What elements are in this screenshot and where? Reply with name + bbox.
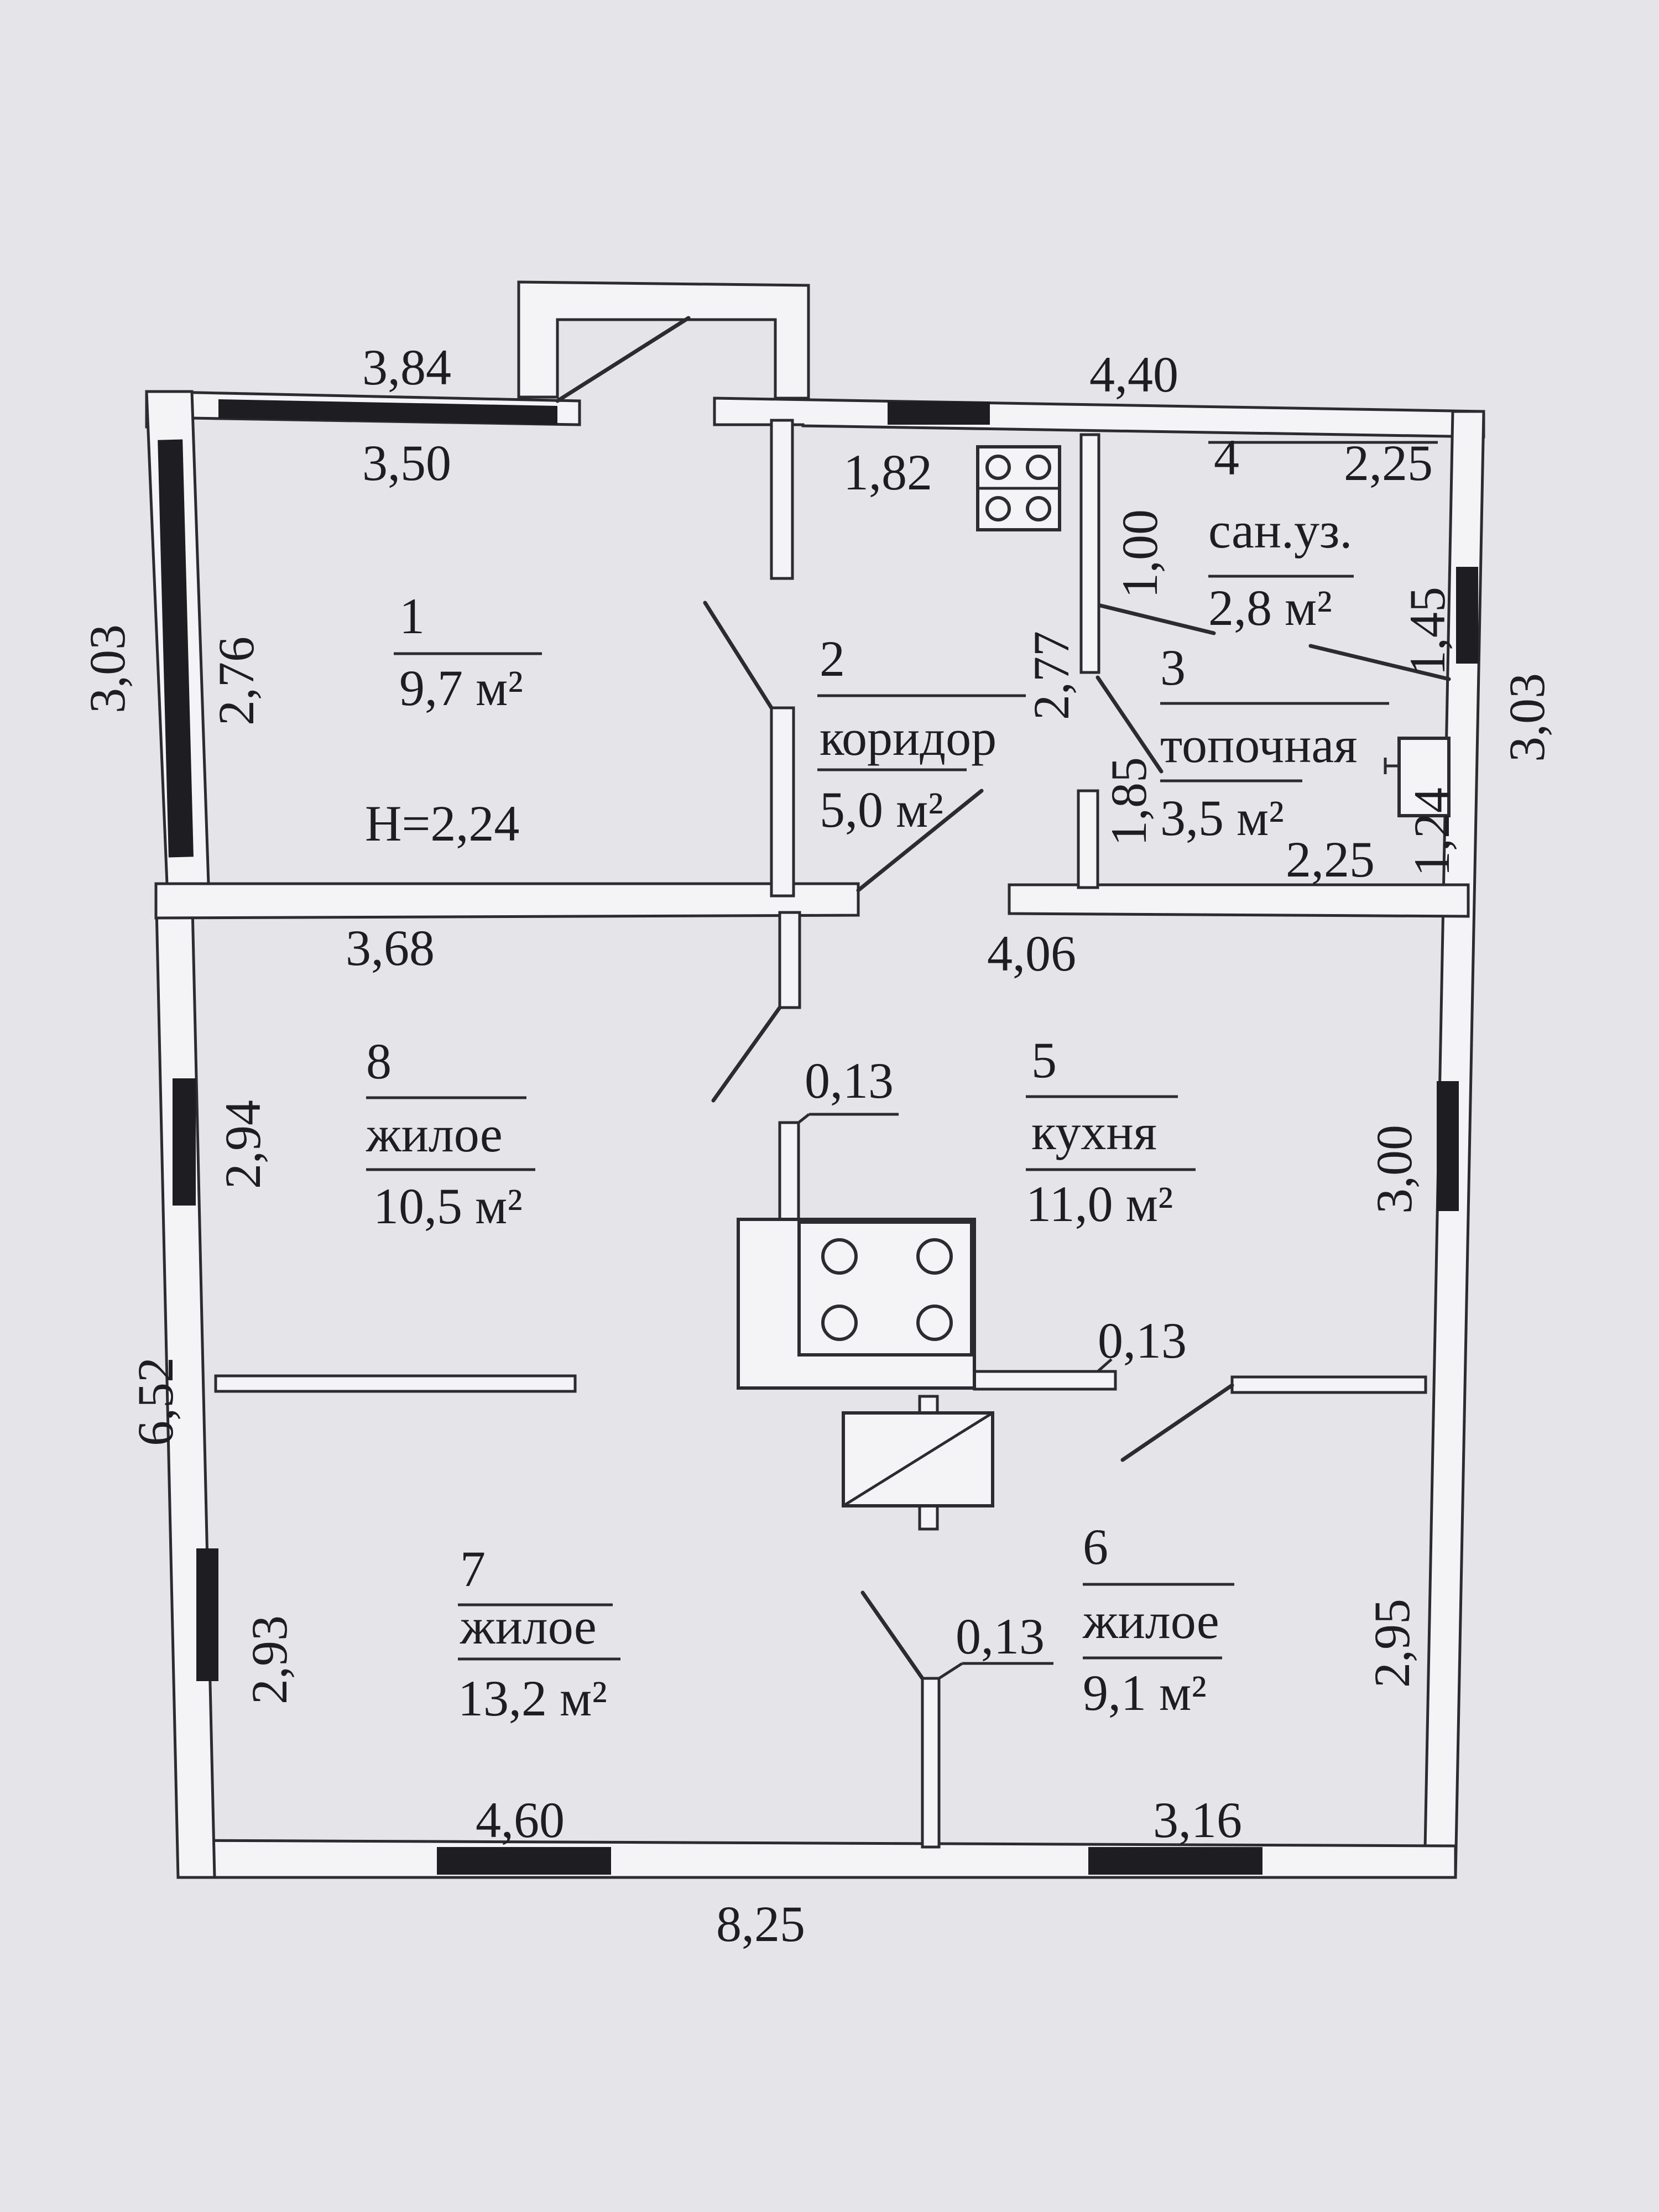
dim-boiler-niche: 1,24 — [1404, 787, 1460, 877]
partition-room8-room7 — [214, 1374, 577, 1393]
dim-room7-width: 4,60 — [476, 1792, 565, 1848]
dim-corridor-height: 2,77 — [1023, 631, 1079, 720]
window-kitchenette — [888, 401, 990, 425]
dim-room8-width: 3,68 — [346, 920, 435, 976]
porch-wall — [517, 280, 810, 400]
partition-bath — [1079, 433, 1100, 674]
door-room8 — [711, 1005, 782, 1103]
partition-room8-kitchen — [778, 911, 801, 1009]
dim-wall-thickness-a: 0,13 — [805, 1052, 894, 1109]
room-4-area: 2,8 м² — [1208, 580, 1332, 636]
dim-kitchen-width: 4,06 — [987, 925, 1076, 982]
door-boiler — [1095, 675, 1164, 774]
room-7-name: жилое — [460, 1598, 597, 1655]
dim-wall-thickness-c: 0,13 — [956, 1608, 1045, 1665]
room-7-area: 13,2 м² — [458, 1670, 607, 1726]
window-right-kitchen — [1437, 1081, 1459, 1211]
room-8-name: жилое — [366, 1106, 503, 1162]
dim-kitchenette-width: 1,82 — [843, 444, 932, 500]
bottom-wall — [176, 1839, 1457, 1879]
dim-kitchen-depth: 3,00 — [1366, 1125, 1422, 1214]
chimney-riser-jog — [797, 1113, 810, 1124]
label-rules — [366, 441, 1438, 1680]
door-room7 — [860, 1590, 925, 1681]
dim-room6-width: 3,16 — [1153, 1792, 1242, 1848]
middle-wall-left — [154, 882, 860, 920]
dim-room7-depth: 2,93 — [241, 1615, 298, 1704]
room-5-number: 5 — [1031, 1032, 1057, 1088]
dim-left-room1-outer: 3,03 — [79, 624, 135, 713]
window-room1-top — [218, 399, 557, 425]
dim-top-left-outer: 3,84 — [362, 339, 451, 395]
dim-room8-depth: 2,94 — [215, 1100, 271, 1189]
dim-boiler-width: 2,25 — [1286, 831, 1375, 888]
room-6-area: 9,1 м² — [1083, 1665, 1207, 1721]
door-porch — [555, 316, 691, 403]
window-left-room8 — [173, 1078, 196, 1206]
windows — [158, 399, 1478, 1875]
room-2-number: 2 — [820, 630, 845, 687]
dim-wall-thickness-b: 0,13 — [1098, 1312, 1187, 1369]
window-bottom-room6 — [1088, 1847, 1262, 1875]
dim-bath-depth: 1,00 — [1112, 509, 1168, 598]
room-3-number: 3 — [1160, 639, 1186, 696]
dim-right-upper: 3,03 — [1499, 673, 1555, 762]
window-right-bath — [1456, 567, 1478, 664]
door-corridor-kitchen — [856, 789, 984, 893]
dim-top-right: 4,40 — [1089, 346, 1178, 403]
dim-top-left-inner: 3,50 — [362, 435, 451, 491]
middle-wall-right — [1008, 883, 1470, 918]
partition-kitchenette — [770, 419, 794, 580]
room-8-area: 10,5 м² — [373, 1178, 523, 1234]
partition-room1-corridor — [770, 706, 795, 898]
dim-total-width: 8,25 — [716, 1896, 805, 1952]
dim-left-total: 6,52 — [127, 1357, 184, 1446]
room-8-number: 8 — [366, 1033, 392, 1089]
partition-boiler — [1077, 789, 1099, 889]
doors — [555, 316, 1451, 1681]
room-3-name: топочная — [1160, 717, 1358, 773]
height-note: H=2,24 — [365, 795, 519, 852]
door-room6 — [1120, 1383, 1234, 1462]
dimensions: 3,84 3,50 4,40 1,82 2,25 2,25 3,68 4,06 … — [79, 339, 1555, 1952]
window-left-room7 — [196, 1548, 218, 1681]
room-6-number: 6 — [1083, 1519, 1108, 1575]
window-left-room1 — [158, 439, 194, 858]
partition-room7-room6 — [921, 1677, 941, 1849]
door-room1 — [703, 601, 774, 710]
room-6-name: жилое — [1082, 1593, 1219, 1649]
fixtures — [737, 445, 1451, 1507]
room-labels: 1 9,7 м² H=2,24 2 коридор 5,0 м² 3 топоч… — [365, 429, 1358, 1726]
dim-door-width: 1,45 — [1399, 587, 1455, 676]
door-bath-b — [1308, 644, 1451, 681]
room-5-area: 11,0 м² — [1026, 1176, 1173, 1232]
room-5-name: кухня — [1031, 1104, 1157, 1160]
room-1-area: 9,7 м² — [399, 660, 523, 716]
dim-left-room1-inner: 2,76 — [208, 637, 264, 726]
partition-room6-right — [1230, 1375, 1427, 1394]
stove-large-icon — [737, 1218, 976, 1390]
room-7-number: 7 — [460, 1541, 486, 1597]
dim-boiler-depth: 1,85 — [1100, 757, 1157, 846]
room-2-name: коридор — [820, 709, 997, 766]
room-2-area: 5,0 м² — [820, 781, 943, 838]
dim-room6-depth: 2,95 — [1364, 1599, 1420, 1688]
chimney-riser — [778, 1121, 800, 1224]
stove-small-icon — [976, 445, 1061, 531]
dim-bath-width: 2,25 — [1344, 435, 1433, 491]
room-4-number: 4 — [1214, 429, 1239, 486]
partition-kitchen-room6 — [973, 1370, 1117, 1391]
heater-icon — [842, 1411, 994, 1507]
room-4-name: сан.уз. — [1208, 502, 1352, 559]
window-bottom-room7 — [437, 1847, 611, 1875]
room-1-number: 1 — [399, 588, 425, 644]
boiler-icon — [1384, 737, 1451, 817]
top-wall-right — [713, 397, 1485, 439]
door-bath-a — [1098, 603, 1216, 635]
room-3-area: 3,5 м² — [1160, 790, 1284, 846]
